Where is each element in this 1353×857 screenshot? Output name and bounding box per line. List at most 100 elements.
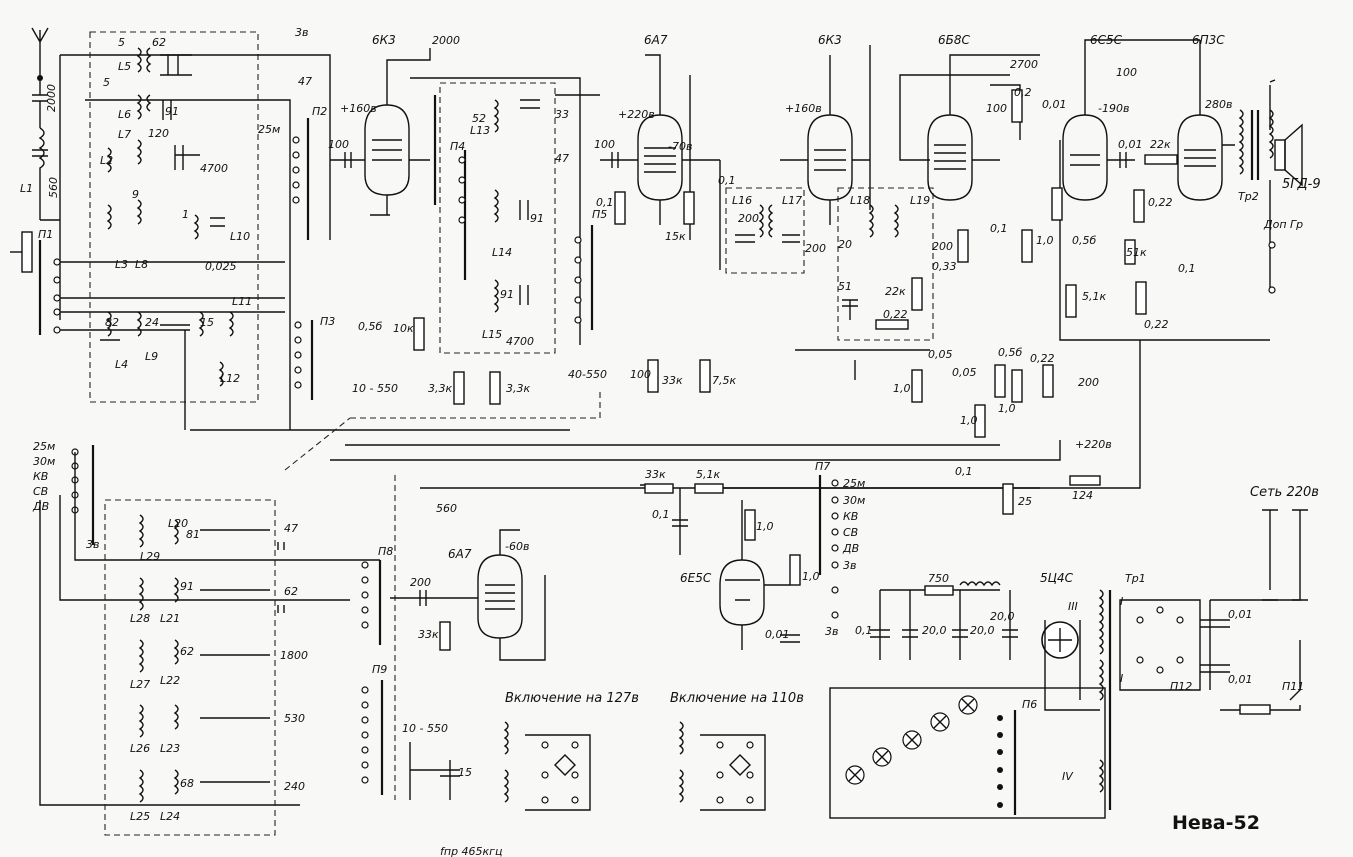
value-label: 200	[738, 212, 759, 225]
value-label: 47	[298, 75, 312, 88]
switch-label: П12	[1170, 680, 1192, 693]
value-label: 9	[132, 188, 139, 201]
band-switch-lower	[39, 445, 380, 806]
value-label: 0,01	[1228, 608, 1253, 621]
voltage-label: +220в	[1075, 438, 1112, 451]
switch-label: П7	[815, 460, 830, 473]
tube-6p3s-output	[1177, 40, 1274, 201]
value-label: 15к	[665, 230, 686, 243]
voltage-selector-127	[503, 721, 591, 811]
switch-label: П2	[312, 105, 327, 118]
mains-label: Сеть 220в	[1250, 485, 1319, 500]
value-label: 40-550	[568, 368, 607, 381]
mains-section	[1119, 509, 1308, 715]
value-label: 2000	[432, 34, 460, 47]
value-label: 15	[458, 766, 472, 779]
value-label: 1	[182, 208, 189, 221]
tube-label-6e5s: 6Е5С	[680, 571, 712, 585]
value-label: 750	[928, 572, 949, 585]
value-label: 124	[1072, 489, 1093, 502]
tube-label-6a7-1: 6А7	[644, 33, 668, 47]
value-label: 0,22	[883, 308, 908, 321]
band-label: 30м	[33, 455, 55, 468]
if-coils-2	[795, 204, 930, 380]
value-label: 5,1к	[1082, 290, 1106, 303]
power-supply	[870, 581, 1112, 810]
value-label: 15	[200, 316, 214, 329]
winding-label: I	[1120, 595, 1123, 608]
switch-label: П3	[320, 315, 335, 328]
value-label: 47	[284, 522, 298, 535]
value-label: 0,1	[855, 624, 873, 637]
coil-label: L3	[115, 258, 128, 271]
value-label: 3,3к	[506, 382, 530, 395]
value-label: 51	[838, 280, 852, 293]
tube-6s5s	[1051, 39, 1270, 341]
voltage-label: +220в	[618, 108, 655, 121]
value-label: 47	[555, 152, 569, 165]
coil-label: L9	[145, 350, 158, 363]
switch-labels: П1 П2 П3 П4 П5 П6 П7 П8 П9 П11 П12	[38, 105, 1304, 711]
oscillator-coil-block-lower	[104, 499, 276, 836]
value-label: 0,5б	[358, 320, 382, 333]
value-label: 24	[145, 316, 159, 329]
lower-coils	[138, 514, 285, 803]
value-label: 0,05	[952, 366, 977, 379]
value-label: 81	[186, 528, 200, 541]
tube-label-6a7-2: 6А7	[448, 547, 472, 561]
coil-label: L14	[492, 246, 512, 259]
voltage-label: -70в	[668, 140, 692, 153]
coil-label: L20	[168, 517, 188, 530]
coil-label: L7	[118, 128, 131, 141]
value-label: 1,0	[802, 570, 820, 583]
value-label: 1,0	[998, 402, 1016, 415]
value-label: 68	[180, 777, 194, 790]
coil-label: L6	[118, 108, 131, 121]
value-label: 0,22	[1144, 318, 1169, 331]
value-label: 22к	[885, 285, 906, 298]
lamp-panel	[829, 687, 1106, 819]
band-label: ДВ	[32, 500, 49, 513]
switch-label: П1	[38, 228, 53, 241]
value-label: 1,0	[1036, 234, 1054, 247]
value-label: 0,01	[1228, 673, 1253, 686]
value-label: 5	[118, 36, 125, 49]
model-title: Нева-52	[1172, 812, 1260, 834]
value-label: 33к	[418, 628, 439, 641]
coil-label: L17	[782, 194, 802, 207]
voltage-label: -190в	[1098, 102, 1129, 115]
tube-label-6k3-1: 6К3	[372, 33, 396, 47]
transformer-label: Тр1	[1125, 572, 1146, 585]
coil-label: L26	[130, 742, 150, 755]
voltage-label: +160в	[785, 102, 822, 115]
coil-label: L28	[130, 612, 150, 625]
band-label: 30м	[843, 494, 865, 507]
value-label: 0,1	[718, 174, 736, 187]
coil-label: L10	[230, 230, 250, 243]
value-label: 33к	[662, 374, 683, 387]
value-label: 62	[152, 36, 166, 49]
value-label: 1,0	[893, 382, 911, 395]
value-label: 20	[838, 238, 852, 251]
coil-label: L5	[118, 60, 131, 73]
value-label: 20,0	[970, 624, 995, 637]
speaker-ext-label: Доп Гр	[1263, 218, 1303, 231]
value-label: 0,01	[765, 628, 790, 641]
switch-label: П4	[450, 140, 465, 153]
tube-label-6p3s: 6П3С	[1192, 33, 1225, 47]
value-label: 3в	[295, 26, 308, 39]
value-label: 91	[165, 105, 179, 118]
oscillator-coils	[410, 77, 600, 405]
value-label: 22к	[1150, 138, 1171, 151]
value-label: 530	[284, 712, 305, 725]
value-label: 1,0	[756, 520, 774, 533]
value-label: 51к	[1126, 246, 1147, 259]
value-label: 1800	[280, 649, 308, 662]
tube-6b8s-detector	[899, 54, 1054, 438]
value-label: 2000	[45, 84, 58, 112]
value-label: 560	[436, 502, 457, 515]
switch-label: П6	[1022, 698, 1037, 711]
band-label: 25м	[33, 440, 55, 453]
value-label: 91	[180, 580, 194, 593]
value-label: 5	[103, 76, 110, 89]
